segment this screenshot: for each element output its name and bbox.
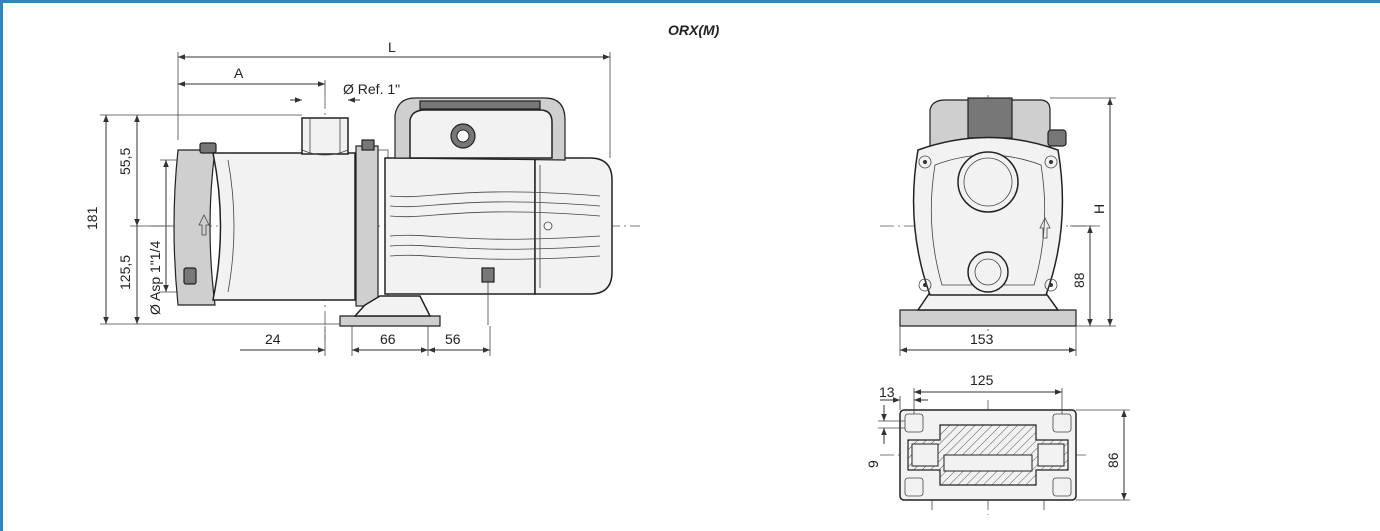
- dim-66: 66: [380, 331, 396, 347]
- dim-153: 153: [970, 331, 994, 347]
- dim-88: 88: [1071, 272, 1087, 288]
- base-plan-view: 125 13 9 86: [865, 372, 1130, 515]
- dim-125: 125: [970, 372, 994, 388]
- dim-9: 9: [865, 460, 881, 468]
- dim-asp: Ø Asp 1"1/4: [147, 241, 163, 315]
- dim-ref: Ø Ref. 1": [343, 81, 400, 97]
- dim-L: L: [388, 39, 396, 55]
- dim-55-5: 55,5: [117, 148, 133, 175]
- dim-86: 86: [1105, 452, 1121, 468]
- dim-24: 24: [265, 331, 281, 347]
- dim-A: A: [234, 65, 244, 81]
- model-title: ORX(M): [668, 22, 720, 38]
- side-view: L A Ø Ref. 1" 181 55,5 125,5 Ø Asp 1"1/4…: [84, 39, 640, 356]
- dim-H: H: [1091, 204, 1107, 214]
- dim-125-5: 125,5: [117, 255, 133, 290]
- front-view: H 88 153: [880, 95, 1116, 356]
- dim-181: 181: [84, 206, 100, 230]
- dim-13: 13: [879, 384, 895, 400]
- dim-56: 56: [445, 331, 461, 347]
